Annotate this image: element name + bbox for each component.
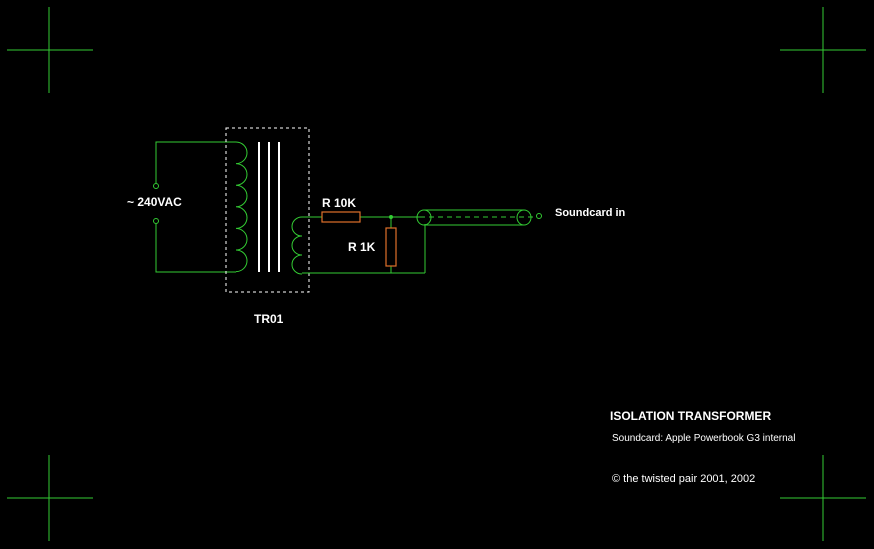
source-label: ~ 240VAC: [127, 195, 182, 209]
diagram-title: ISOLATION TRANSFORMER: [610, 409, 771, 423]
transformer-enclosure: [225, 127, 310, 293]
transformer-label: TR01: [254, 312, 284, 326]
shielded-cable: [416, 209, 542, 226]
resistor-r10k: [321, 211, 361, 223]
transformer-core: [258, 142, 280, 272]
ac-terminal-bottom: [153, 218, 159, 224]
diagram-subtitle: Soundcard: Apple Powerbook G3 internal: [612, 433, 795, 444]
secondary-winding: [291, 216, 303, 275]
corner-marks: [7, 7, 866, 541]
secondary-circuit: [291, 215, 426, 275]
primary-wire-bottom: [155, 224, 236, 273]
resistor-r1k-label: R 1K: [348, 240, 376, 254]
crosshair-bottom-right: [780, 455, 866, 541]
title-block: ISOLATION TRANSFORMER Soundcard: Apple P…: [610, 409, 795, 485]
copyright-notice: © the twisted pair 2001, 2002: [612, 473, 755, 485]
crosshair-top-right: [780, 7, 866, 93]
resistor-r1k: [385, 227, 397, 267]
ac-terminal-top: [153, 183, 159, 189]
output-terminal: [536, 213, 542, 219]
crosshair-bottom-left: [7, 455, 93, 541]
junction-dot: [389, 215, 393, 219]
resistor-r10k-label: R 10K: [322, 196, 356, 210]
primary-winding: [235, 141, 248, 273]
output-label: Soundcard in: [555, 207, 626, 219]
crosshair-top-left: [7, 7, 93, 93]
primary-wire-top: [155, 141, 236, 183]
primary-circuit: [153, 141, 248, 273]
